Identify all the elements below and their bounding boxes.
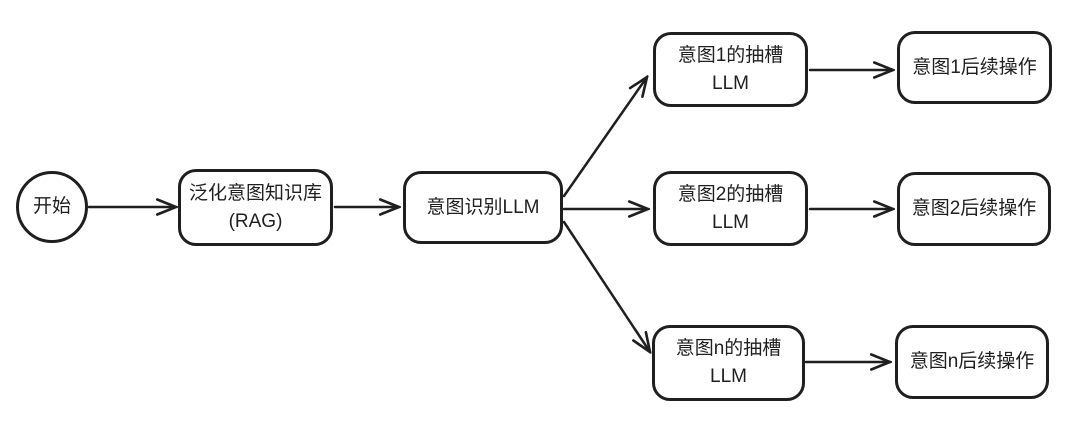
arrow-intent-llm-to-slotn [562, 220, 650, 352]
node-intentn-slot-llm: 意图n的抽槽 LLM [652, 325, 805, 401]
node-start-label: 开始 [32, 196, 71, 218]
node-intent2-followup: 意图2后续操作 [897, 172, 1051, 246]
node-intent1-followup: 意图1后续操作 [897, 31, 1052, 104]
node-intent1-followup-label: 意图1后续操作 [912, 56, 1037, 78]
node-intentn-slot-label: 意图n的抽槽 LLM [675, 338, 782, 387]
node-rag-label: 泛化意图知识库 (RAG) [188, 182, 322, 232]
node-intent2-slot-llm: 意图2的抽槽 LLM [653, 171, 808, 246]
node-rag-knowledge-base: 泛化意图知识库 (RAG) [178, 169, 333, 246]
node-intent2-followup-label: 意图2后续操作 [911, 198, 1037, 220]
node-intentn-followup-label: 意图n后续操作 [909, 351, 1035, 373]
node-intent-recognition-llm: 意图识别LLM [403, 171, 563, 244]
node-intent2-slot-label: 意图2的抽槽 LLM [677, 183, 784, 233]
arrow-intent-llm-to-slot1 [562, 77, 647, 198]
node-start: 开始 [16, 171, 88, 243]
node-intent1-slot-llm: 意图1的抽槽 LLM [653, 32, 808, 107]
node-intent1-slot-label: 意图1的抽槽 LLM [677, 44, 784, 94]
node-intentn-followup: 意图n后续操作 [895, 325, 1049, 399]
node-intent-llm-label: 意图识别LLM [426, 196, 540, 218]
